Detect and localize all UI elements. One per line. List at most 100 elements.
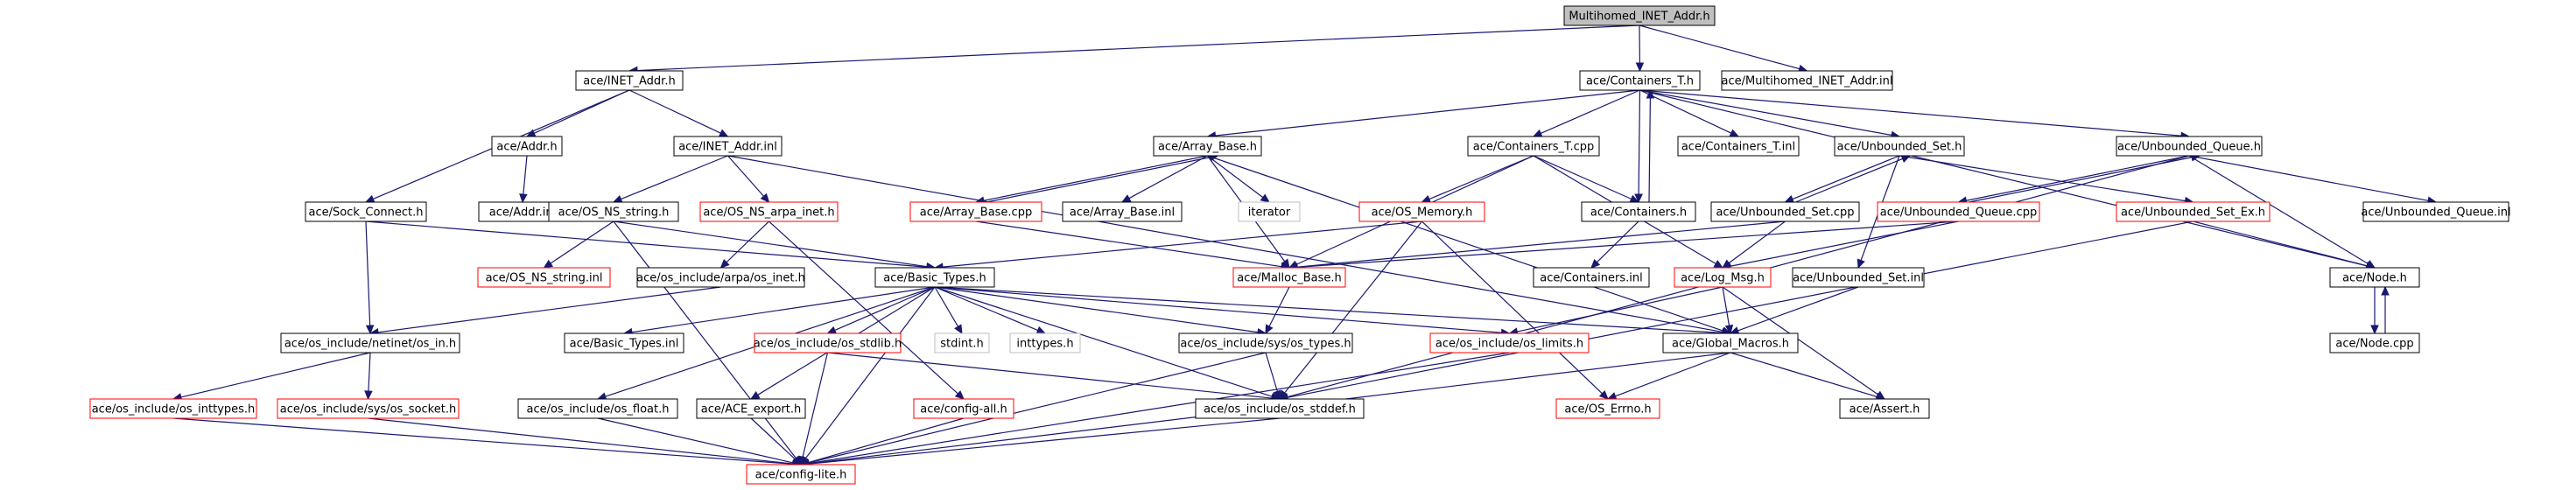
node-ace-sock-connect-h[interactable]: ace/Sock_Connect.h: [305, 201, 427, 222]
node-box: [1721, 70, 1893, 91]
arrowhead: [1273, 389, 1281, 401]
node-box: [699, 201, 839, 222]
node-ace-containers-inl[interactable]: ace/Containers.inl: [1533, 267, 1650, 288]
node-box: [1674, 267, 1772, 288]
node-ace-basic-types-h[interactable]: ace/Basic_Types.h: [874, 267, 995, 288]
edge-n19-n28: [1590, 220, 1639, 269]
node-label: ace/Multihomed_INET_Addr.inl: [1721, 75, 1892, 88]
node-ace-config-all-h[interactable]: ace/config-all.h: [913, 398, 1014, 419]
node-ace-node-cpp[interactable]: ace/Node.cpp: [2329, 332, 2420, 354]
node-ace-os-ns-arpa-inet-h[interactable]: ace/OS_NS_arpa_inet.h: [699, 201, 839, 222]
node-ace-os-include-os-limits-h[interactable]: ace/os_include/os_limits.h: [1429, 332, 1590, 354]
edge-line: [1287, 220, 2193, 398]
node-ace-array-base-inl[interactable]: ace/Array_Base.inl: [1062, 201, 1183, 222]
node-stdint-h[interactable]: stdint.h: [934, 332, 990, 354]
node-ace-os-ns-string-inl[interactable]: ace/OS_NS_string.inl: [477, 267, 611, 288]
node-label: inttypes.h: [1016, 338, 1073, 351]
node-ace-unbounded-set-inl[interactable]: ace/Unbounded_Set.inl: [1792, 267, 1925, 288]
node-ace-addr-inl[interactable]: ace/Addr.inl: [478, 201, 567, 222]
node-label: ace/OS_NS_string.h: [558, 206, 670, 220]
edge-line: [597, 417, 794, 464]
node-ace-unbounded-set-cpp[interactable]: ace/Unbounded_Set.cpp: [1710, 201, 1860, 222]
edge-line: [368, 417, 794, 465]
edge-line: [942, 220, 1422, 268]
node-box: [1677, 136, 1800, 157]
arrowhead: [1729, 129, 1740, 137]
node-ace-unbounded-set-h[interactable]: ace/Unbounded_Set.h: [1834, 136, 1965, 157]
node-ace-malloc-base-h[interactable]: ace/Malloc_Base.h: [1232, 267, 1346, 288]
node-label: ace/Global_Macros.h: [1672, 338, 1789, 351]
node-ace-unbounded-queue-inl[interactable]: ace/Unbounded_Queue.inl: [2361, 201, 2511, 222]
edge-line: [1722, 286, 1878, 396]
node-ace-array-base-cpp[interactable]: ace/Array_Base.cpp: [909, 201, 1042, 222]
node-ace-node-h[interactable]: ace/Node.h: [2329, 267, 2420, 288]
node-ace-inet-addr-inl[interactable]: ace/INET_Addr.inl: [673, 136, 783, 157]
arrowhead: [1260, 193, 1270, 203]
arrowhead: [365, 325, 375, 335]
edge-line: [726, 220, 769, 263]
node-box: [1153, 136, 1262, 157]
node-ace-os-memory-h[interactable]: ace/OS_Memory.h: [1358, 201, 1485, 222]
node-ace-os-include-netinet-os-in-h[interactable]: ace/os_include/netinet/os_in.h: [280, 332, 460, 354]
node-ace-os-include-os-float-h[interactable]: ace/os_include/os_float.h: [517, 398, 678, 419]
node-ace-containers-h[interactable]: ace/Containers.h: [1581, 201, 1696, 222]
edge-line: [1268, 286, 1290, 327]
node-ace-containers-t-h[interactable]: ace/Containers_T.h: [1579, 70, 1701, 91]
node-ace-containers-t-cpp[interactable]: ace/Containers_T.cpp: [1467, 136, 1600, 157]
node-label: ace/Basic_Types.h: [883, 272, 986, 285]
edge-line: [769, 220, 958, 395]
arrowhead: [749, 390, 761, 400]
node-inttypes-h[interactable]: inttypes.h: [1009, 332, 1081, 354]
node-ace-inet-addr-h[interactable]: ace/INET_Addr.h: [575, 70, 684, 91]
node-ace-unbounded-queue-h[interactable]: ace/Unbounded_Queue.h: [2116, 136, 2263, 157]
edge-line: [934, 286, 1723, 334]
edge-n46-n49: [799, 417, 1281, 468]
node-label: ace/os_include/sys/os_socket.h: [280, 403, 456, 416]
node-ace-os-include-os-stddef-h[interactable]: ace/os_include/os_stddef.h: [1195, 398, 1365, 419]
edge-line: [808, 417, 1281, 465]
arrowhead: [519, 193, 528, 204]
edge-n2-n10: [1639, 89, 2191, 140]
node-ace-global-macros-h[interactable]: ace/Global_Macros.h: [1662, 332, 1799, 354]
arrowhead: [1265, 324, 1274, 335]
node-ace-os-include-arpa-os-inet-h[interactable]: ace/os_include/arpa/os_inet.h: [636, 267, 805, 288]
node-ace-os-ns-string-h[interactable]: ace/OS_NS_string.h: [548, 201, 679, 222]
node-ace-ace-export-h[interactable]: ace/ACE_export.h: [696, 398, 806, 419]
node-box: [1834, 136, 1965, 157]
node-ace-multihomed-inet-addr-inl[interactable]: ace/Multihomed_INET_Addr.inl: [1721, 70, 1893, 91]
edge-n31-n40: [2370, 287, 2379, 335]
node-box: [517, 398, 678, 419]
node-box: [2329, 332, 2420, 354]
node-ace-addr-h[interactable]: ace/Addr.h: [491, 136, 563, 157]
node-label: ace/Array_Base.inl: [1070, 206, 1175, 220]
node-ace-os-include-sys-os-types-h[interactable]: ace/os_include/sys/os_types.h: [1178, 332, 1353, 354]
edge-line: [808, 352, 1267, 464]
node-label: ace/OS_NS_string.inl: [486, 272, 603, 285]
node-ace-unbounded-queue-cpp[interactable]: ace/Unbounded_Queue.cpp: [1877, 201, 2040, 222]
node-ace-unbounded-set-ex-h[interactable]: ace/Unbounded_Set_Ex.h: [2116, 201, 2271, 222]
node-ace-assert-h[interactable]: ace/Assert.h: [1839, 398, 1930, 419]
edge-line: [1517, 286, 1723, 332]
edge-line: [1215, 89, 1640, 136]
node-ace-os-include-os-stdlib-h[interactable]: ace/os_include/os_stdlib.h: [754, 332, 902, 354]
edge-n5-n13: [612, 155, 728, 203]
edge-n34-n49: [798, 352, 829, 466]
node-ace-array-base-h[interactable]: ace/Array_Base.h: [1153, 136, 1262, 157]
node-label: ace/Basic_Types.inl: [570, 338, 679, 351]
node-box: [696, 398, 806, 419]
node-ace-basic-types-inl[interactable]: ace/Basic_Types.inl: [564, 332, 684, 354]
node-box: [754, 332, 902, 354]
node-ace-os-errno-h[interactable]: ace/OS_Errno.h: [1555, 398, 1660, 419]
arrowhead: [364, 390, 373, 401]
node-ace-os-include-os-inttypes-h[interactable]: ace/os_include/os_inttypes.h: [89, 398, 257, 419]
edge-line: [621, 155, 728, 200]
node-iterator[interactable]: iterator: [1238, 201, 1301, 222]
node-ace-config-lite-h[interactable]: ace/config-lite.h: [746, 464, 856, 485]
edge-n20-n29: [1722, 220, 1786, 269]
arrowhead: [791, 456, 802, 466]
node-ace-os-include-sys-os-socket-h[interactable]: ace/os_include/sys/os_socket.h: [277, 398, 460, 419]
node-ace-log-msg-h[interactable]: ace/Log_Msg.h: [1674, 267, 1772, 288]
node-ace-containers-t-inl[interactable]: ace/Containers_T.inl: [1677, 136, 1800, 157]
edge-n9-n20: [1784, 155, 1900, 203]
